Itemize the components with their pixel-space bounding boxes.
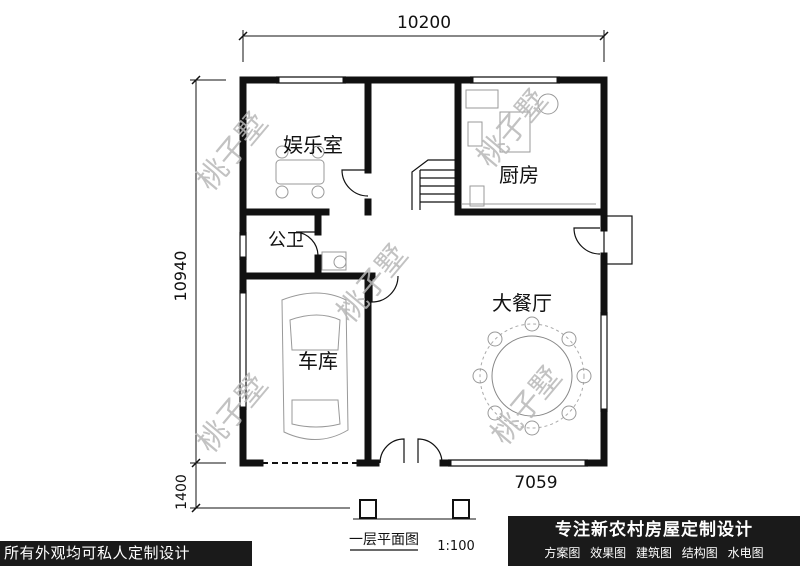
room-label-toilet: 公卫 [268, 230, 304, 251]
banner-left: 所有外观均可私人定制设计 [0, 541, 252, 566]
plan-title: 一层平面图 [349, 532, 419, 548]
room-label-entertainment: 娱乐室 [283, 133, 343, 157]
dimension-top: 10200 [397, 13, 451, 33]
watermark: 桃子墅 [190, 106, 275, 197]
dimension-left: 10940 [171, 251, 190, 302]
watermark: 桃子墅 [190, 368, 275, 459]
room-label-dining-hall: 大餐厅 [492, 291, 552, 315]
plan-scale: 1:100 [437, 539, 474, 554]
watermark: 桃子墅 [470, 83, 555, 174]
room-label-garage: 车库 [298, 349, 338, 373]
banner-right: 专注新农村房屋定制设计 方案图 效果图 建筑图 结构图 水电图 [508, 516, 800, 566]
room-label-kitchen: 厨房 [499, 163, 539, 187]
banner-right-title: 专注新农村房屋定制设计 [555, 520, 753, 540]
banner-right-services: 方案图 效果图 建筑图 结构图 水电图 [544, 546, 764, 560]
dimension-bottom: 7059 [514, 473, 557, 493]
dimension-bottom-left: 1400 [174, 474, 190, 510]
